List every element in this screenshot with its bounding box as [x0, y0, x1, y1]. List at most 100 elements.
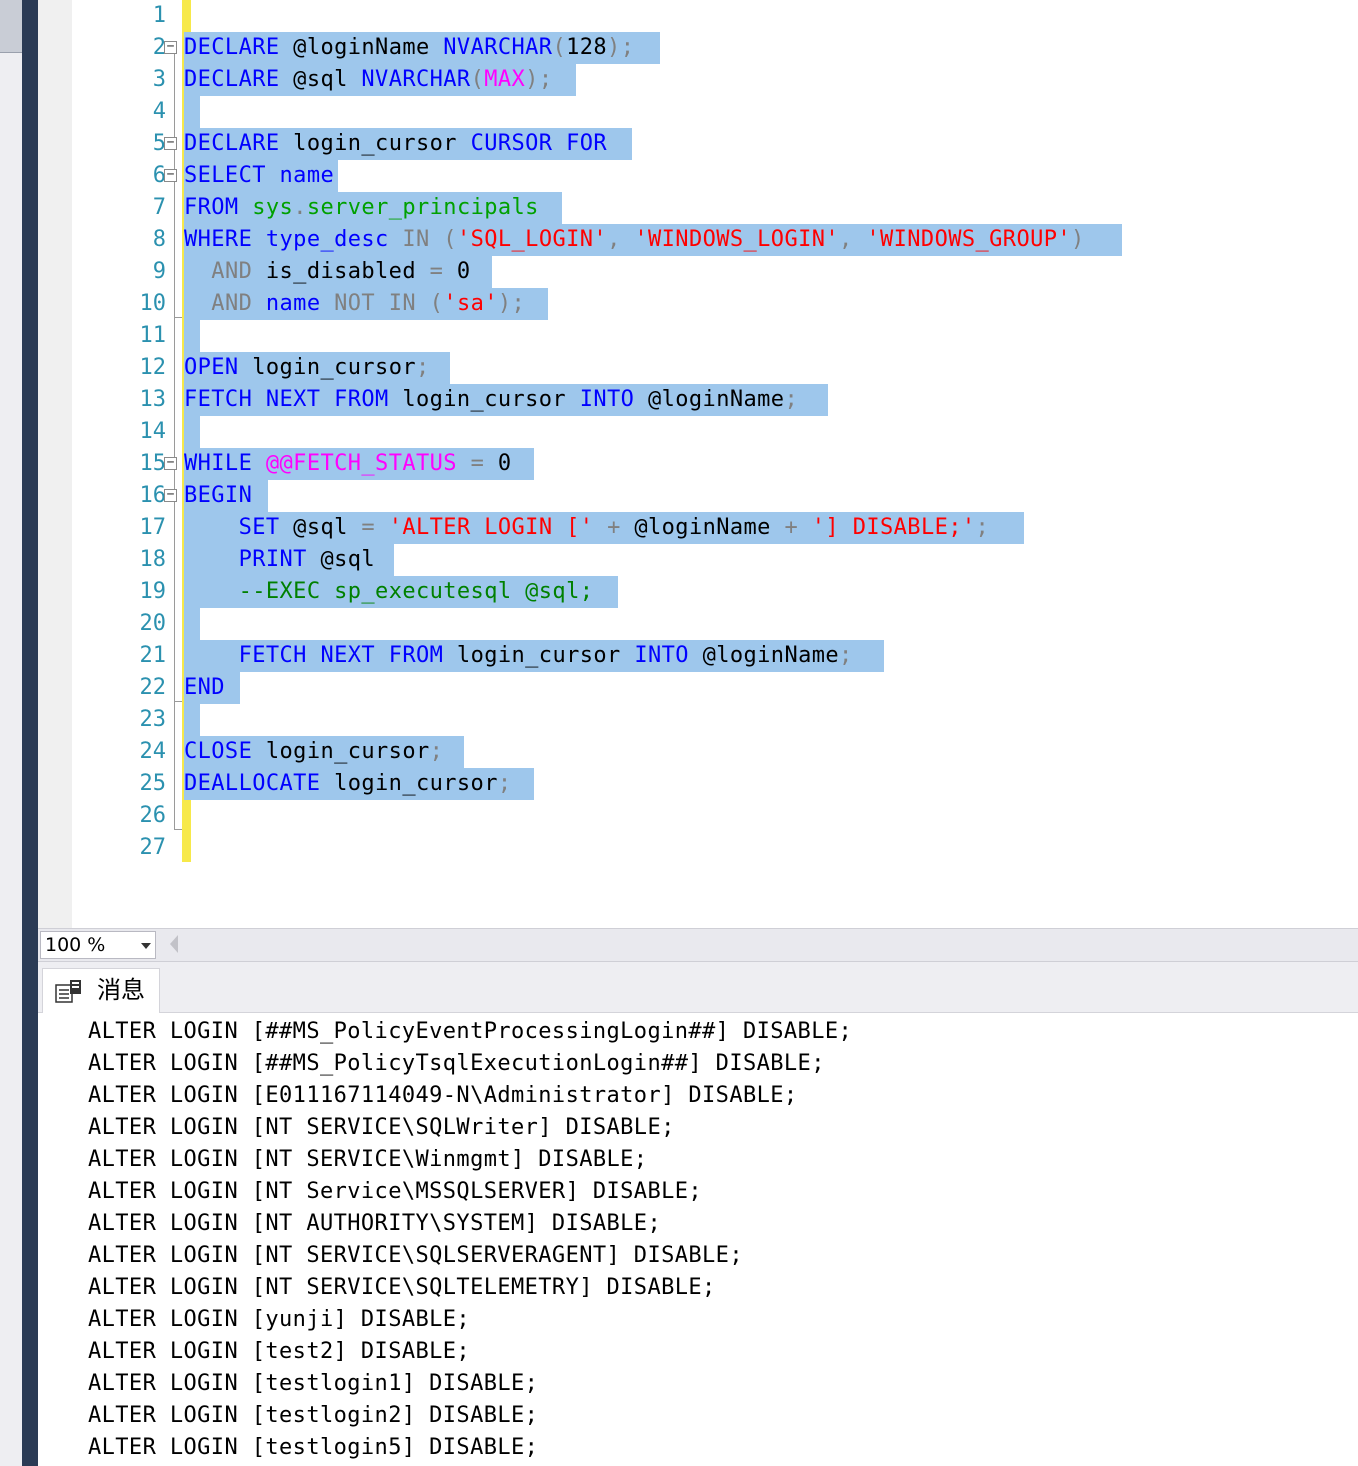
collapse-icon[interactable]: −: [164, 488, 177, 502]
code-token: login_cursor: [238, 355, 416, 380]
code-token: AND: [211, 259, 253, 284]
code-token: ;: [497, 771, 512, 796]
line-number: 3: [152, 67, 166, 92]
selection-highlight: [184, 96, 200, 128]
message-line: ALTER LOGIN [NT SERVICE\SQLWriter] DISAB…: [88, 1115, 675, 1140]
tab-messages[interactable]: 消息: [42, 968, 160, 1013]
code-token: [389, 227, 403, 252]
code-token: @sql: [279, 515, 362, 540]
code-token: [593, 515, 607, 540]
results-pane: 消息 ALTER LOGIN [##MS_PolicyEventProcessi…: [38, 962, 1358, 1466]
code-token: [375, 515, 389, 540]
code-token: 128: [566, 35, 608, 60]
code-line: AND name NOT IN ('sa');: [184, 288, 525, 320]
line-number: 1: [152, 3, 166, 28]
code-line: FROM sys.server_principals: [184, 192, 539, 224]
code-token: 0: [443, 259, 471, 284]
messages-icon: [55, 980, 81, 1003]
message-line: ALTER LOGIN [NT SERVICE\SQLSERVERAGENT] …: [88, 1243, 743, 1268]
code-token: @@FETCH_STATUS: [265, 451, 457, 476]
line-number: 25: [139, 771, 167, 796]
code-line: DECLARE @loginName NVARCHAR(128);: [184, 32, 634, 64]
code-token: is_disabled: [252, 259, 430, 284]
code-line: SELECT name: [184, 160, 334, 192]
code-token: INTO: [634, 643, 689, 668]
code-line: CLOSE login_cursor;: [184, 736, 443, 768]
selection-highlight: [184, 64, 576, 96]
code-token: ,: [607, 227, 635, 252]
code-token: DEALLOCATE: [184, 771, 321, 796]
code-token: [184, 643, 239, 668]
code-token: INTO: [579, 387, 635, 412]
code-token: NVARCHAR: [361, 67, 471, 92]
line-number: 4: [152, 99, 166, 124]
code-token: NVARCHAR: [443, 35, 553, 60]
collapse-icon[interactable]: −: [164, 136, 177, 150]
code-token: 'WINDOWS_GROUP': [866, 227, 1072, 252]
code-token: @sql: [306, 547, 376, 572]
code-token: 'ALTER LOGIN [': [388, 515, 594, 540]
code-token: +: [607, 515, 621, 540]
code-token: END: [184, 675, 225, 700]
code-token: ;: [415, 355, 430, 380]
message-line: ALTER LOGIN [test2] DISABLE;: [88, 1339, 471, 1364]
left-tool-strip: [0, 0, 22, 1466]
code-token: [184, 259, 211, 284]
line-number: 26: [139, 803, 167, 828]
code-token: OPEN: [184, 355, 239, 380]
code-token: @loginName: [634, 387, 785, 412]
line-number: 10: [139, 291, 167, 316]
code-line: FETCH NEXT FROM login_cursor INTO @login…: [184, 640, 853, 672]
code-line: BEGIN: [184, 480, 252, 512]
line-number: 21: [139, 643, 167, 668]
code-area[interactable]: DECLARE @loginName NVARCHAR(128); DECLARE…: [184, 0, 1358, 928]
outline-end-tick: [174, 317, 182, 318]
message-line: ALTER LOGIN [NT SERVICE\Winmgmt] DISABLE…: [88, 1147, 648, 1172]
selection-highlight: [184, 736, 464, 768]
message-line: ALTER LOGIN [testlogin5] DISABLE;: [88, 1435, 539, 1460]
code-token: @loginName: [279, 35, 444, 60]
code-token: AND: [211, 291, 253, 316]
collapse-icon[interactable]: −: [164, 168, 177, 182]
code-token: 0: [484, 451, 512, 476]
line-number: 24: [139, 739, 167, 764]
selection-highlight: [184, 672, 240, 704]
code-token: WHILE: [184, 451, 253, 476]
code-token: DECLARE: [184, 131, 280, 156]
code-token: PRINT: [238, 547, 307, 572]
code-token: 'sa': [443, 291, 498, 316]
zoom-dropdown[interactable]: 100 %: [40, 931, 156, 959]
code-token: [252, 291, 266, 316]
code-line: AND is_disabled = 0: [184, 256, 471, 288]
line-number: 15: [139, 451, 167, 476]
code-token: +: [784, 515, 799, 540]
code-line: OPEN login_cursor;: [184, 352, 430, 384]
line-number: 17: [139, 515, 167, 540]
scroll-left-arrow-icon[interactable]: [170, 935, 178, 953]
line-number: 13: [139, 387, 167, 412]
code-line: PRINT @sql: [184, 544, 375, 576]
code-token: .: [293, 195, 307, 220]
code-token: WHERE: [184, 227, 253, 252]
line-number: 9: [152, 259, 166, 284]
code-token: '] DISABLE;': [811, 515, 976, 540]
message-line: ALTER LOGIN [NT Service\MSSQLSERVER] DIS…: [88, 1179, 703, 1204]
collapse-icon[interactable]: −: [164, 40, 177, 54]
message-line: ALTER LOGIN [E011167114049-N\Administrat…: [88, 1083, 798, 1108]
selection-highlight: [184, 608, 200, 640]
selection-highlight: [184, 384, 828, 416]
side-tab[interactable]: [0, 0, 22, 53]
code-token: ,: [839, 227, 867, 252]
selection-highlight: [184, 224, 1122, 256]
collapse-icon[interactable]: −: [164, 456, 177, 470]
selection-highlight: [184, 512, 1024, 544]
outline-end-tick: [174, 829, 182, 830]
code-line: FETCH NEXT FROM login_cursor INTO @login…: [184, 384, 798, 416]
selection-highlight: [184, 32, 660, 64]
chevron-down-icon[interactable]: [141, 943, 151, 949]
code-token: FETCH NEXT FROM: [238, 643, 444, 668]
code-line: DEALLOCATE login_cursor;: [184, 768, 512, 800]
code-token: @sql: [279, 67, 362, 92]
code-token: FROM: [184, 195, 239, 220]
